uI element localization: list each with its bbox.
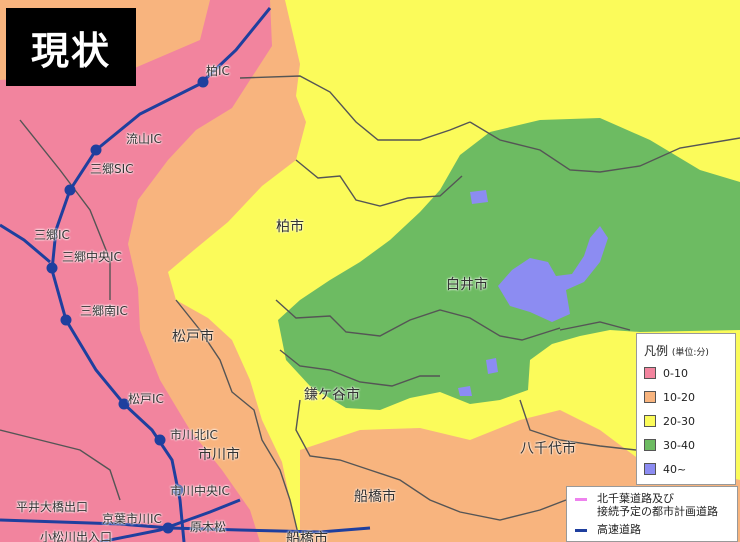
band-40-plus-area <box>498 226 608 322</box>
boundary-line <box>19 119 111 300</box>
legend-title-text: 凡例 <box>644 344 669 358</box>
ic-label-koiwa: 小松川出入口 <box>40 530 113 542</box>
band-40-plus-area <box>470 190 488 204</box>
legend-label: 0-10 <box>663 366 688 380</box>
legend-item-20-30: 20-30 <box>644 414 695 428</box>
boundary-line <box>519 399 637 451</box>
ic-label-hirai-ohashi: 平井大橋出口 <box>16 500 89 514</box>
legend-swatch <box>644 463 656 475</box>
legend-swatch <box>644 415 656 427</box>
legend-label: 10-20 <box>663 390 695 404</box>
expressway-swatch <box>575 529 587 532</box>
band-30-40-area <box>278 118 740 410</box>
place-label-funabashi-2: 船橋市 <box>286 531 328 542</box>
expressway-network <box>0 7 371 542</box>
place-label-shiroi: 白井市 <box>446 277 488 293</box>
legend-swatch <box>644 391 656 403</box>
legend-item-0-10: 0-10 <box>644 366 688 380</box>
legend-label: 40~ <box>663 462 687 476</box>
ic-node <box>46 262 58 274</box>
expressway-joban <box>0 223 51 264</box>
ic-label-misato: 三郷IC <box>34 228 70 242</box>
planned-road-label-line1: 北千葉道路及び <box>597 492 674 505</box>
planned-road-swatch <box>575 498 587 501</box>
band-40-plus-area <box>458 386 472 396</box>
boundary-line <box>469 121 740 173</box>
expressway-label: 高速道路 <box>597 523 641 536</box>
place-label-kamagaya: 鎌ケ谷市 <box>304 387 360 403</box>
boundary-line <box>559 321 631 331</box>
planned-road-label: 北千葉道路及び 接続予定の都市計画道路 <box>597 492 718 518</box>
legend-item-10-20: 10-20 <box>644 390 695 404</box>
map-title: 現状 <box>30 28 111 73</box>
legend-swatch <box>644 439 656 451</box>
ic-label-matsudo: 松戸IC <box>128 392 164 406</box>
boundary-line <box>239 75 471 141</box>
ic-node <box>162 522 174 534</box>
title-badge: 現状 <box>6 8 136 86</box>
ic-node <box>154 434 166 446</box>
ic-label-keiyo-ichikawa: 京葉市川IC <box>102 512 162 526</box>
ic-node <box>64 184 76 196</box>
boundary-line <box>279 349 440 387</box>
band-40-plus-area <box>486 358 498 374</box>
planned-road-label-line2: 接続予定の都市計画道路 <box>597 505 718 518</box>
ic-label-harakimatsu: 原木松 <box>190 520 227 534</box>
band-0-10-area <box>0 0 272 542</box>
ic-node <box>197 76 209 88</box>
boundary-line <box>295 399 567 521</box>
place-label-matsudo: 松戸市 <box>172 329 214 345</box>
legend-unit: (単位:分) <box>671 348 709 358</box>
boundary-line <box>295 159 463 207</box>
ic-label-misato-sic: 三郷SIC <box>90 162 134 176</box>
travel-time-legend: 凡例 (単位:分) 0-10 10-20 20-30 30-40 40~ <box>636 333 736 485</box>
ic-label-misato-minami: 三郷南IC <box>80 304 128 318</box>
boundary-line <box>175 299 301 542</box>
boundary-line <box>275 299 561 341</box>
ic-node <box>90 144 102 156</box>
ic-label-kashiwa: 柏IC <box>206 64 230 78</box>
legend-label: 20-30 <box>663 414 695 428</box>
place-label-funabashi: 船橋市 <box>354 489 396 505</box>
road-legend-expressway: 高速道路 <box>575 523 641 536</box>
place-label-kashiwa: 柏市 <box>276 219 304 235</box>
ic-label-ichikawa-chuo: 市川中央IC <box>170 484 230 498</box>
municipal-boundaries <box>0 75 740 542</box>
legend-label: 30-40 <box>663 438 695 452</box>
ic-label-ichikawa-kita: 市川北IC <box>170 428 218 442</box>
ic-node <box>118 398 130 410</box>
legend-item-30-40: 30-40 <box>644 438 695 452</box>
ic-label-nagareyama: 流山IC <box>126 132 162 146</box>
ic-label-misato-chuo: 三郷中央IC <box>62 250 122 264</box>
road-legend: 北千葉道路及び 接続予定の都市計画道路 高速道路 <box>566 486 738 542</box>
legend-swatch <box>644 367 656 379</box>
ic-node <box>60 314 72 326</box>
place-label-ichikawa: 市川市 <box>198 447 240 463</box>
place-label-yachiyo: 八千代市 <box>520 441 576 457</box>
boundary-line <box>0 429 121 501</box>
legend-title: 凡例 (単位:分) <box>644 342 709 359</box>
road-legend-planned: 北千葉道路及び 接続予定の都市計画道路 <box>575 492 718 518</box>
expressway-bayside <box>99 498 241 542</box>
legend-item-40-plus: 40~ <box>644 462 686 476</box>
ic-node <box>172 484 184 496</box>
